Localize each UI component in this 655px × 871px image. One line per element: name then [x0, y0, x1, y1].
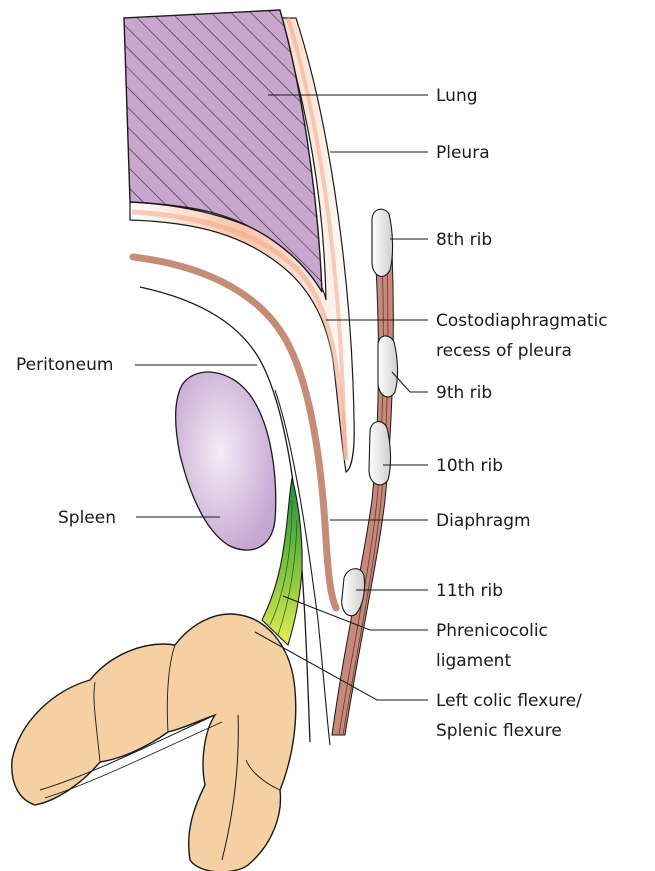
label-costodiaphragmatic-1: Costodiaphragmatic [436, 311, 608, 331]
rib-8 [372, 209, 393, 276]
label-phrenicocolic-2: ligament [436, 651, 511, 671]
label-rib8: 8th rib [436, 230, 492, 250]
colon [12, 614, 296, 871]
rib-10 [369, 422, 391, 485]
rib-9 [378, 336, 398, 397]
label-pleura: Pleura [436, 143, 490, 163]
label-spleen: Spleen [58, 508, 116, 528]
label-peritoneum: Peritoneum [16, 355, 113, 375]
label-costodiaphragmatic-2: recess of pleura [436, 341, 572, 361]
label-lung: Lung [436, 86, 478, 106]
label-phrenicocolic-1: Phrenicocolic [436, 621, 548, 641]
label-flexure-1: Left colic flexure/ [436, 691, 582, 711]
label-rib11: 11th rib [436, 581, 503, 601]
label-diaphragm: Diaphragm [436, 511, 531, 531]
label-rib10: 10th rib [436, 456, 503, 476]
label-rib9: 9th rib [436, 383, 492, 403]
label-flexure-2: Splenic flexure [436, 721, 562, 741]
spleen [176, 372, 276, 550]
